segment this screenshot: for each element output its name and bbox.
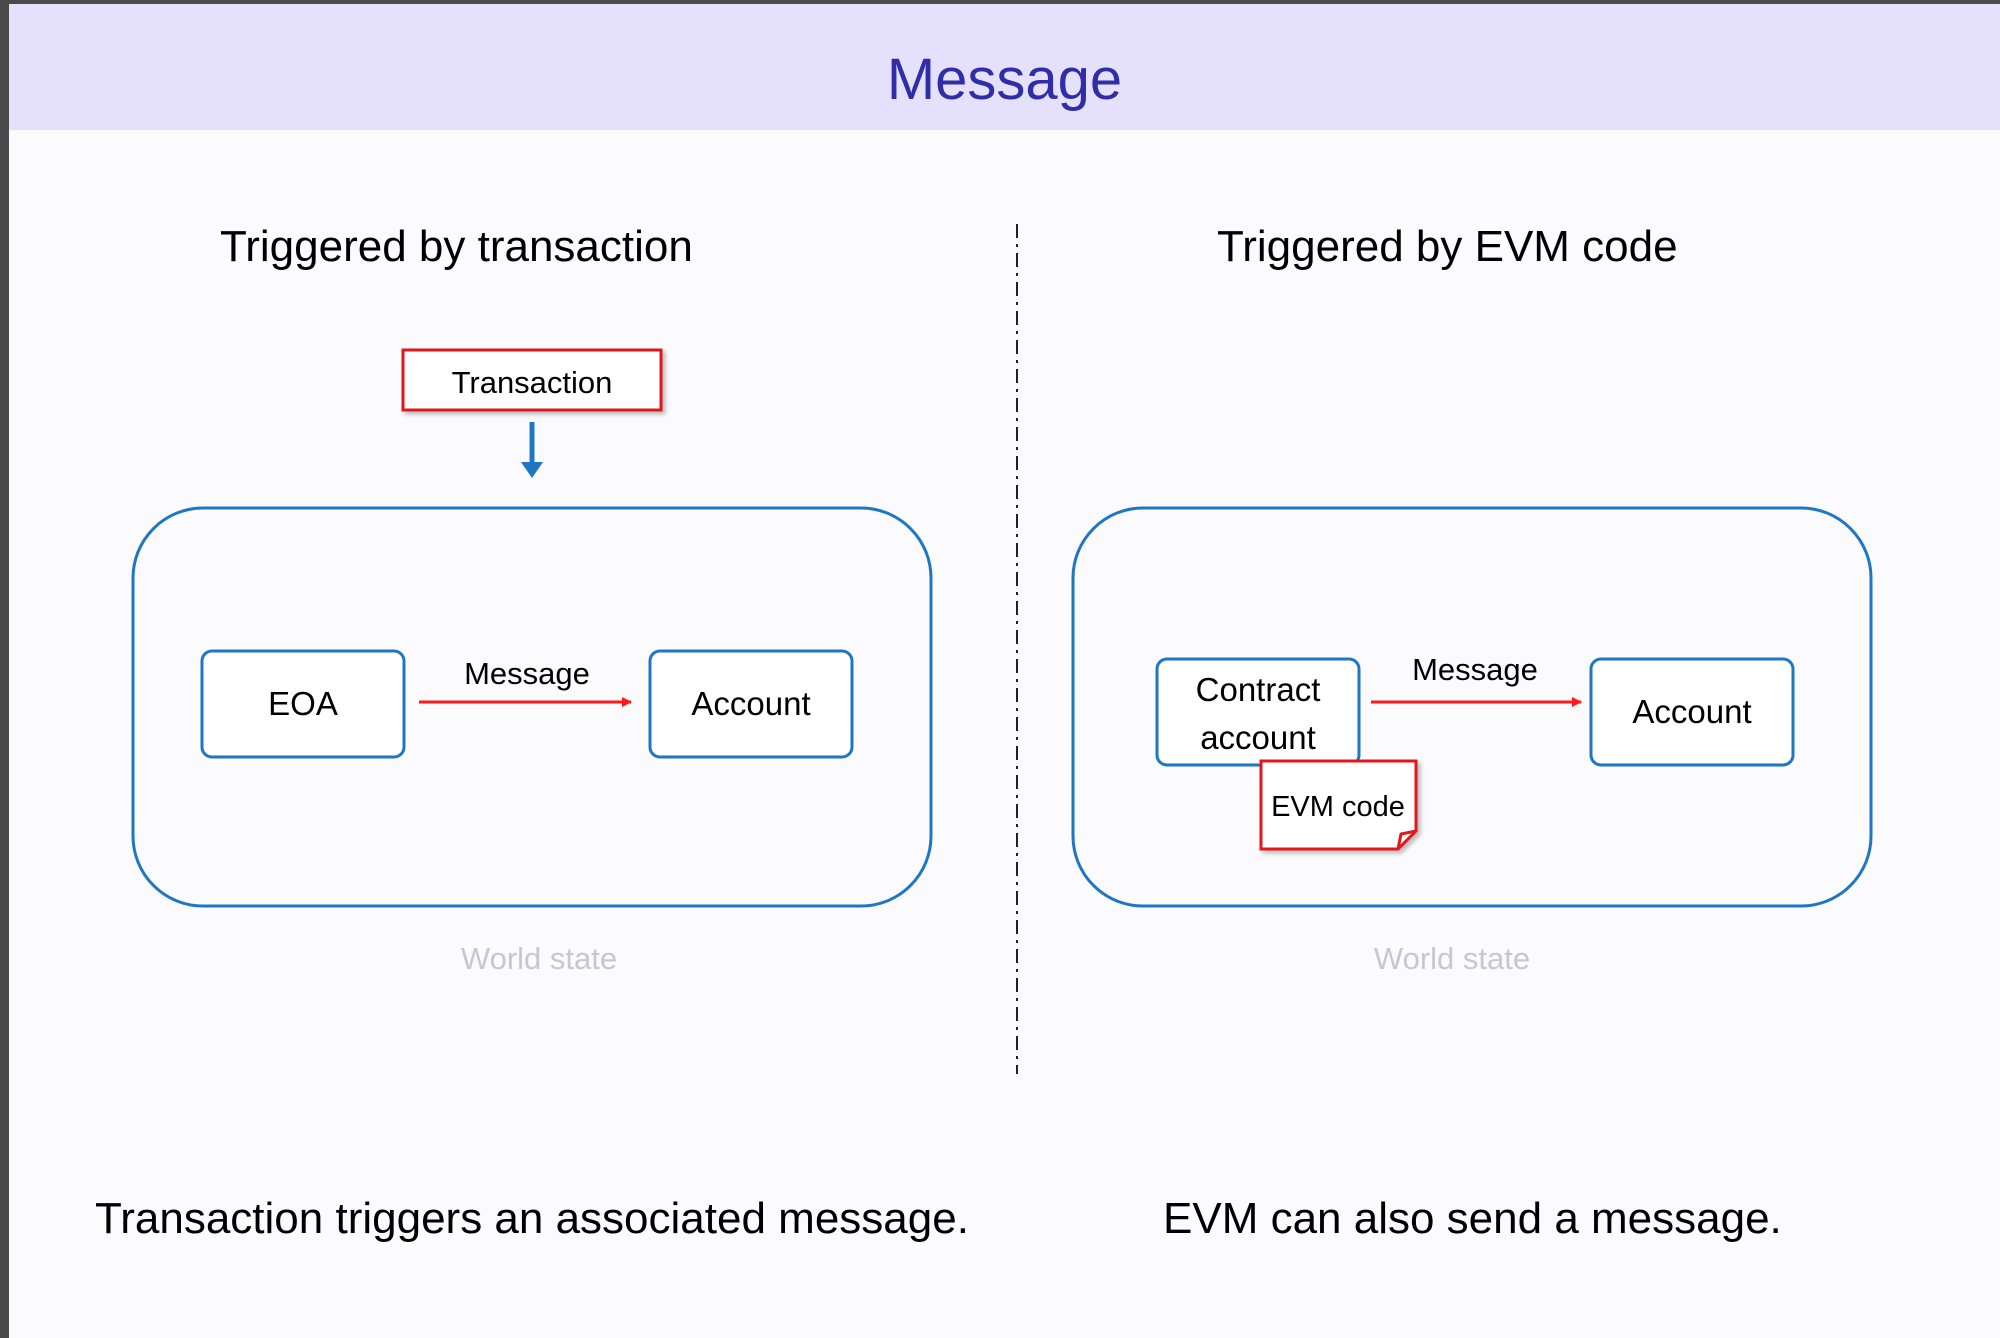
slide: Message Triggered by transaction Trigger… xyxy=(9,4,2000,1338)
contract-account-label-line1: Contract xyxy=(1196,671,1321,708)
contract-account-box xyxy=(1155,657,1361,767)
title-band: Message xyxy=(9,4,2000,130)
evm-code-note xyxy=(1259,759,1418,851)
right-world-state-label: World state xyxy=(1374,941,1530,976)
evm-code-label: EVM code xyxy=(1271,791,1405,823)
contract-account-label-line2: account xyxy=(1200,719,1316,756)
slide-title: Message xyxy=(886,47,1123,112)
message-diagram: Transaction EOA Message Account World st… xyxy=(131,224,1873,1074)
left-account-box xyxy=(648,649,854,759)
right-heading: Triggered by EVM code xyxy=(1217,222,1678,271)
left-caption: Transaction triggers an associated messa… xyxy=(95,1194,969,1243)
transaction-box: Transaction xyxy=(401,348,663,412)
right-message-label: Message xyxy=(1412,652,1538,687)
right-account-box xyxy=(1589,657,1795,767)
right-world-state-container xyxy=(1071,506,1873,908)
left-heading: Triggered by transaction xyxy=(220,222,693,271)
right-caption: EVM can also send a message. xyxy=(1163,1194,1782,1243)
transaction-arrow xyxy=(521,422,543,478)
eoa-label: EOA xyxy=(268,685,338,722)
right-account-label: Account xyxy=(1632,693,1751,730)
eoa-box xyxy=(200,649,406,759)
transaction-label: Transaction xyxy=(452,365,613,400)
left-world-state-container xyxy=(131,506,933,908)
left-account-label: Account xyxy=(691,685,810,722)
left-message-label: Message xyxy=(464,656,590,691)
left-world-state-label: World state xyxy=(461,941,617,976)
